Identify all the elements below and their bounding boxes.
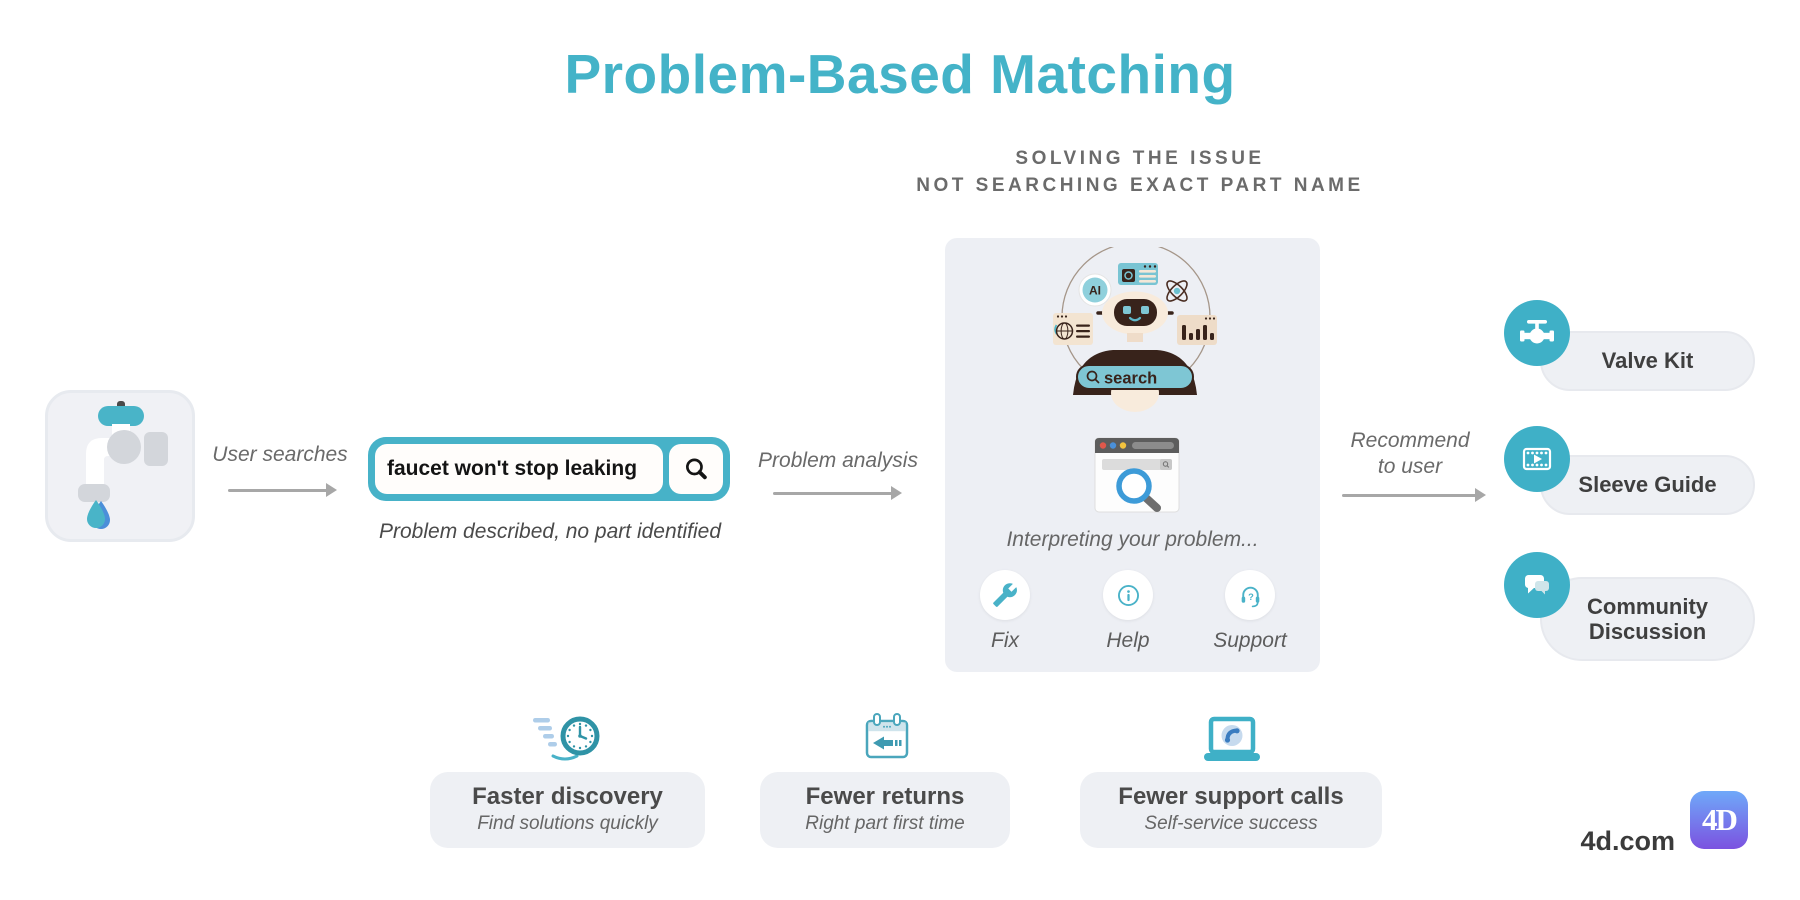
info-icon xyxy=(1117,584,1139,606)
arrow-recommend xyxy=(1342,488,1486,502)
footer-website: 4d.com xyxy=(1580,826,1675,856)
faucet-handle xyxy=(98,406,144,426)
svg-text:AI: AI xyxy=(1089,284,1101,298)
water-drop-icon xyxy=(87,500,110,529)
recommendation-label: Sleeve Guide xyxy=(1578,472,1717,498)
recommendation-label: Valve Kit xyxy=(1601,348,1694,374)
calendar-return-icon xyxy=(865,713,909,759)
search-button[interactable] xyxy=(669,444,723,494)
magnifier-icon xyxy=(685,457,707,479)
headset-icon: ? xyxy=(1241,586,1259,607)
browser-search-icon xyxy=(1094,437,1180,513)
app-window-icon xyxy=(1118,263,1158,285)
help-button[interactable] xyxy=(1103,570,1153,620)
recommendation-community-discussion[interactable]: Community Discussion xyxy=(1540,577,1755,661)
step1-label: User searches xyxy=(212,443,348,466)
benefit-title: Fewer returns xyxy=(805,783,965,810)
robot-eye xyxy=(1123,306,1131,314)
speed-clock-icon xyxy=(532,716,599,761)
ai-robot-illustration: AI xyxy=(1053,247,1217,412)
support-button[interactable]: ? xyxy=(1225,570,1275,620)
robot-search-pill: search xyxy=(1076,364,1194,390)
chat-bubbles-icon xyxy=(1525,575,1549,595)
page-title: Problem-Based Matching xyxy=(564,43,1236,105)
logo-text: 4D xyxy=(1702,802,1738,837)
robot-eye xyxy=(1141,306,1149,314)
wrench-icon xyxy=(993,583,1017,607)
ai-badge-icon: AI xyxy=(1078,273,1112,307)
subtitle-line-2: NOT SEARCHING EXACT PART NAME xyxy=(916,174,1364,196)
svg-text:search: search xyxy=(1104,370,1157,388)
atom-icon xyxy=(1166,280,1188,302)
video-guide-icon xyxy=(1522,447,1552,471)
robot-head xyxy=(1096,291,1174,335)
benefit-title: Fewer support calls xyxy=(1118,783,1344,810)
step2-label: Problem analysis xyxy=(758,449,918,472)
benefit-fewer-support-calls: Fewer support calls Self-service success xyxy=(1080,700,1382,848)
subtitle-line-1: SOLVING THE ISSUE xyxy=(1015,148,1265,169)
benefit-title: Faster discovery xyxy=(472,783,663,810)
fix-button[interactable] xyxy=(980,570,1030,620)
bar-chart-icon xyxy=(1177,315,1217,345)
action-label: Fix xyxy=(991,629,1019,652)
action-support: ? Support xyxy=(1200,570,1300,653)
benefit-fewer-returns: Fewer returns Right part first time xyxy=(760,700,1010,848)
search-bar xyxy=(368,437,730,501)
search-caption: Problem described, no part identified xyxy=(378,520,722,543)
web-doc-icon xyxy=(1053,313,1093,345)
svg-text:?: ? xyxy=(1248,592,1254,602)
community-icon-circle xyxy=(1504,552,1570,618)
recommendation-label: Community Discussion xyxy=(1587,593,1708,644)
action-fix: Fix xyxy=(955,570,1055,653)
arrow-user-searches xyxy=(228,483,337,497)
benefit-subtitle: Self-service success xyxy=(1144,813,1318,834)
benefit-subtitle: Find solutions quickly xyxy=(477,813,658,834)
subtitle: SOLVING THE ISSUE NOT SEARCHING EXACT PA… xyxy=(870,146,1410,199)
valve-icon xyxy=(1520,320,1554,344)
analysis-status: Interpreting your problem... xyxy=(1006,528,1259,551)
action-help: Help xyxy=(1078,570,1178,653)
arrow-problem-analysis xyxy=(773,486,902,500)
action-label: Support xyxy=(1213,629,1287,652)
recommendation-valve-kit[interactable]: Valve Kit xyxy=(1540,331,1755,391)
leaking-faucet-icon xyxy=(78,401,168,529)
step3-label: Recommend to user xyxy=(1350,429,1470,479)
search-input[interactable] xyxy=(375,444,663,494)
user-problem-card xyxy=(45,390,195,542)
benefit-faster-discovery: Faster discovery Find solutions quickly xyxy=(430,700,705,848)
valve-kit-icon-circle xyxy=(1504,300,1570,366)
laptop-call-icon xyxy=(1204,716,1260,761)
footer-logo-4d: 4D xyxy=(1690,791,1748,849)
recommendation-sleeve-guide[interactable]: Sleeve Guide xyxy=(1540,455,1755,515)
benefit-subtitle: Right part first time xyxy=(805,813,965,834)
sleeve-guide-icon-circle xyxy=(1504,426,1570,492)
action-label: Help xyxy=(1106,629,1150,652)
